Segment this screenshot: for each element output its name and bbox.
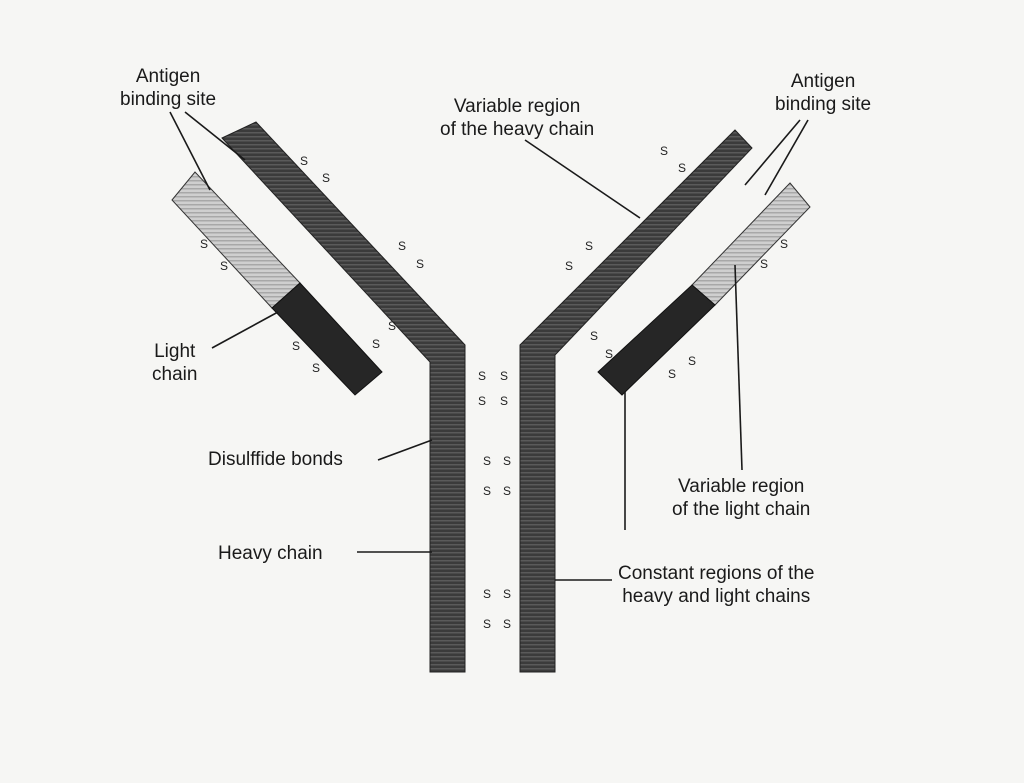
sulfur-atom-label: S: [585, 239, 593, 253]
right-light-chain-variable: [691, 182, 811, 306]
left-heavy-chain: [221, 121, 466, 673]
sulfur-atom-label: S: [688, 354, 696, 368]
sulfur-atom-label: S: [220, 259, 228, 273]
sulfur-atom-label: S: [565, 259, 573, 273]
label-line: Antigen: [135, 66, 201, 87]
right-light-chain-constant: [597, 284, 716, 396]
sulfur-atom-label: S: [322, 171, 330, 185]
label-heavy-chain: Heavy chain: [218, 543, 323, 564]
label-line: heavy and light chains: [622, 586, 811, 607]
sulfur-atom-label: S: [398, 239, 406, 253]
sulfur-atom-label: S: [300, 154, 308, 168]
right-heavy-chain: [519, 129, 753, 673]
sulfur-atom-label: S: [590, 329, 598, 343]
sulfur-atom-label: S: [483, 484, 491, 498]
sulfur-atom-label: S: [780, 237, 788, 251]
label-line: Variable region: [453, 96, 581, 117]
sulfur-atom-label: S: [503, 454, 511, 468]
sulfur-atom-label: S: [500, 369, 508, 383]
sulfur-atom-label: S: [388, 319, 396, 333]
label-line: Variable region: [677, 476, 805, 497]
sulfur-atom-label: S: [416, 257, 424, 271]
label-line: Antigen: [790, 71, 856, 92]
sulfur-atom-label: S: [478, 394, 486, 408]
sulfur-atom-label: S: [660, 144, 668, 158]
sulfur-atom-label: S: [760, 257, 768, 271]
label-line: binding site: [775, 94, 872, 115]
sulfur-atom-label: S: [503, 587, 511, 601]
label-disulfide-bonds: Disulffide bonds: [208, 449, 343, 470]
label-line: binding site: [120, 89, 217, 110]
left-light-chain-constant: [271, 282, 383, 396]
sulfur-atom-label: S: [503, 617, 511, 631]
sulfur-atom-label: S: [478, 369, 486, 383]
sulfur-atom-label: S: [200, 237, 208, 251]
sulfur-atom-label: S: [605, 347, 613, 361]
label-variable-region-light: Variable region of the light chain: [672, 475, 810, 521]
label-line: chain: [152, 364, 198, 385]
sulfur-atom-label: S: [372, 337, 380, 351]
sulfur-atom-label: S: [678, 161, 686, 175]
sulfur-atom-label: S: [503, 484, 511, 498]
label-line: of the heavy chain: [440, 119, 595, 140]
sulfur-atom-label: S: [312, 361, 320, 375]
label-antigen-binding-site-right: Antigen binding site: [775, 70, 871, 116]
label-variable-region-heavy: Variable region of the heavy chain: [440, 95, 594, 141]
pointer-lines: [169, 111, 809, 581]
sulfur-atom-label: S: [483, 454, 491, 468]
label-line: Light: [154, 341, 196, 362]
label-antigen-binding-site-left: Antigen binding site: [120, 65, 216, 111]
sulfur-atom-label: S: [500, 394, 508, 408]
label-constant-regions: Constant regions of the heavy and light …: [618, 562, 814, 608]
sulfur-atom-label: S: [483, 587, 491, 601]
sulfur-atom-label: S: [668, 367, 676, 381]
label-line: Constant regions of the: [618, 563, 815, 584]
sulfur-atom-label: S: [292, 339, 300, 353]
label-light-chain: Light chain: [152, 340, 197, 386]
sulfur-atom-label: S: [483, 617, 491, 631]
label-line: of the light chain: [672, 499, 811, 520]
